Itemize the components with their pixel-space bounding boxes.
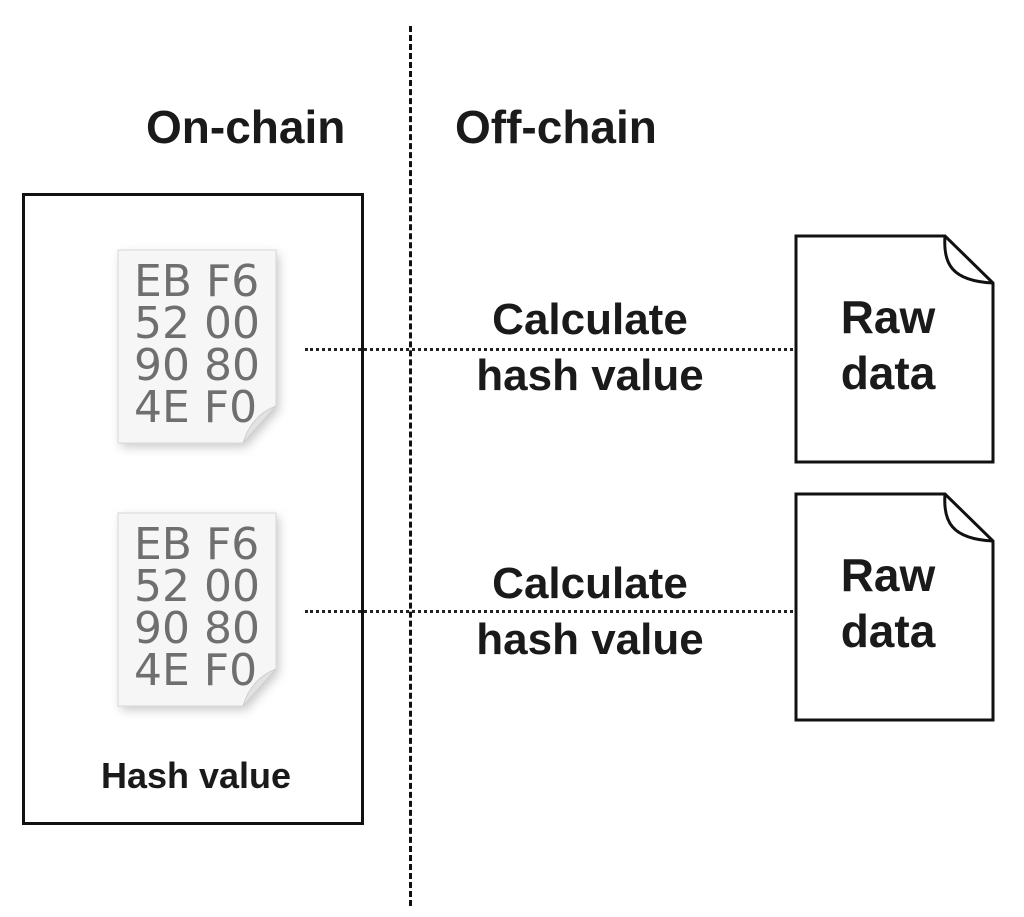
hash-line-4: 4E F0 <box>134 645 257 696</box>
hash-line-3: 90 80 <box>134 603 260 654</box>
hash-value-caption: Hash value <box>100 755 292 796</box>
raw-data-document-icon: Raw data <box>793 491 997 723</box>
on-chain-box <box>22 193 364 825</box>
raw-data-label-line2: data <box>840 347 936 399</box>
raw-data-label-line1: Raw <box>840 549 936 601</box>
hash-connector-line <box>305 348 793 351</box>
hash-line-1: EB F6 <box>134 256 259 307</box>
raw-data-label-line2: data <box>840 605 936 657</box>
calculate-label-line2: hash value <box>476 351 704 400</box>
off-chain-heading: Off-chain <box>455 101 657 153</box>
chain-divider <box>409 26 412 906</box>
hash-line-4: 4E F0 <box>134 382 257 433</box>
hash-document-icon: EB F6 52 00 90 80 4E F0 <box>98 501 298 721</box>
calculate-label-line2: hash value <box>476 615 704 664</box>
hash-line-2: 52 00 <box>134 561 260 612</box>
calculate-hash-label: Calculate hash value <box>410 292 770 404</box>
calculate-label-line1: Calculate <box>492 295 688 344</box>
raw-data-label-line1: Raw <box>840 291 936 343</box>
hash-line-2: 52 00 <box>134 298 260 349</box>
hash-line-3: 90 80 <box>134 340 260 391</box>
calculate-label-line1: Calculate <box>492 559 688 608</box>
hash-connector-line <box>305 610 793 613</box>
on-chain-heading: On-chain <box>146 101 346 153</box>
hash-document-icon: EB F6 52 00 90 80 4E F0 <box>98 238 298 458</box>
hash-line-1: EB F6 <box>134 519 259 570</box>
raw-data-document-icon: Raw data <box>793 233 997 465</box>
calculate-hash-label: Calculate hash value <box>410 556 770 668</box>
